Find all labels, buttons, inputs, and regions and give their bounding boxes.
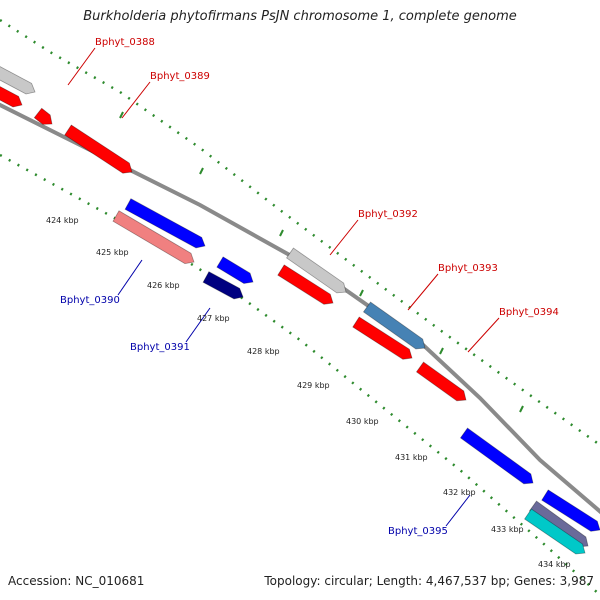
major-tick (279, 229, 284, 237)
gene-arrow[interactable] (362, 301, 426, 350)
tick-label: 425 kbp (96, 248, 129, 257)
gene-arrow[interactable] (216, 256, 254, 284)
callout-leader (407, 273, 439, 311)
major-tick (119, 111, 124, 119)
gene-arrow[interactable] (524, 508, 586, 555)
gene-arrow[interactable] (415, 361, 467, 402)
topology-summary: Topology: circular; Length: 4,467,537 bp… (264, 574, 594, 588)
tick-label: 430 kbp (346, 417, 379, 426)
map-title: Burkholderia phytofirmans PsJN chromosom… (83, 9, 517, 24)
gene-features (0, 63, 600, 555)
tick-label: 424 kbp (46, 216, 79, 225)
gene-label[interactable]: Bphyt_0391 (130, 342, 190, 353)
major-tick (439, 347, 444, 355)
gene-label[interactable]: Bphyt_0389 (150, 71, 210, 82)
tick-label: 427 kbp (197, 314, 230, 323)
tick-label: 433 kbp (491, 525, 524, 534)
gene-arrow[interactable] (112, 210, 195, 265)
callout-leader (467, 317, 500, 353)
gene-arrow[interactable] (202, 271, 244, 300)
tick-label: 429 kbp (297, 381, 330, 390)
tick-label: 434 kbp (538, 560, 571, 569)
gene-label[interactable]: Bphyt_0394 (499, 307, 559, 318)
callout-leader (329, 219, 359, 256)
gene-callouts: Bphyt_0388Bphyt_0389Bphyt_0390Bphyt_0391… (60, 37, 559, 537)
tick-label: 428 kbp (247, 347, 280, 356)
gene-arrow[interactable] (124, 198, 206, 249)
gene-label[interactable]: Bphyt_0392 (358, 209, 418, 220)
gene-arrow[interactable] (0, 83, 23, 108)
tick-label: 432 kbp (443, 488, 476, 497)
callout-leader (67, 47, 96, 86)
gene-arrow[interactable] (286, 247, 347, 294)
gene-arrow[interactable] (277, 264, 334, 305)
major-tick (359, 289, 364, 297)
gene-arrow[interactable] (33, 107, 53, 125)
tick-labels: 424 kbp 425 kbp 426 kbp 427 kbp 428 kbp 429 k… (46, 216, 571, 569)
callout-leader (117, 259, 143, 296)
gene-arrow[interactable] (0, 63, 36, 95)
gene-label[interactable]: Bphyt_0393 (438, 263, 498, 274)
callout-leader (445, 494, 471, 527)
tick-label: 426 kbp (147, 281, 180, 290)
major-tick (199, 167, 204, 175)
gene-label[interactable]: Bphyt_0395 (388, 526, 448, 537)
major-tick (519, 405, 524, 413)
callout-leader (185, 307, 211, 343)
accession-label: Accession: NC_010681 (8, 574, 145, 588)
callout-leader (121, 81, 151, 119)
gene-arrow[interactable] (541, 489, 600, 532)
gene-label[interactable]: Bphyt_0390 (60, 295, 120, 306)
gene-arrow[interactable] (352, 316, 413, 360)
tick-rows (0, 18, 600, 596)
gene-arrow[interactable] (64, 124, 133, 174)
gene-label[interactable]: Bphyt_0388 (95, 37, 155, 48)
tick-label: 431 kbp (395, 453, 428, 462)
gene-arrow[interactable] (459, 427, 534, 485)
